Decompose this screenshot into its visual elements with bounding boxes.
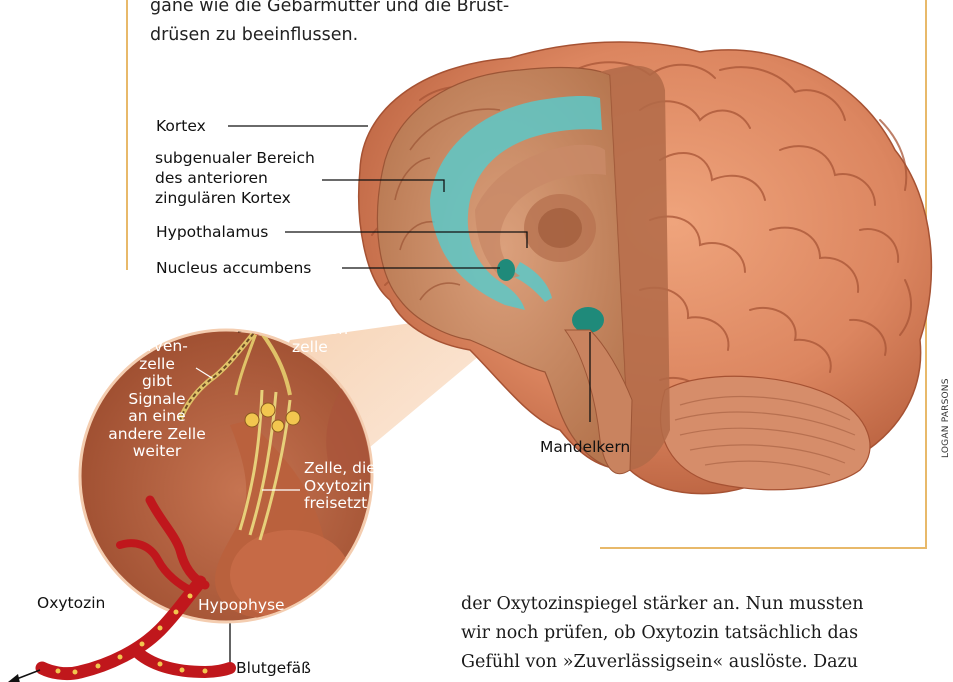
label-kortex: Kortex xyxy=(156,116,206,136)
body-text: der Oxytozinspiegel stärker an. Nun muss… xyxy=(461,590,929,677)
label-oxytozin: Oxytozin xyxy=(37,593,105,613)
label-line: zingulären Kortex xyxy=(155,188,315,208)
amygdala xyxy=(572,307,604,333)
label-line: zelle xyxy=(104,356,210,374)
body-line: Gefühl von »Zuverlässigsein« auslöste. D… xyxy=(461,648,929,677)
body-line: wir noch prüfen, ob Oxytozin tatsächlich… xyxy=(461,619,929,648)
label-line: Zelle, die xyxy=(304,460,376,478)
image-credit: LOGAN PARSONS xyxy=(941,378,951,458)
label-hypophyse: Hypophyse xyxy=(198,597,285,615)
label-line: subgenualer Bereich xyxy=(155,148,315,168)
label-blutgefaess: Blutgefäß xyxy=(236,658,311,678)
label-nucleus-accumbens: Nucleus accumbens xyxy=(156,258,311,278)
label-line: weiter xyxy=(104,443,210,461)
label-mandelkern: Mandelkern xyxy=(540,437,630,457)
label-line: Signale xyxy=(104,391,210,409)
label-line: andere Zelle xyxy=(104,426,210,444)
label-hypothalamus: Hypothalamus xyxy=(156,222,268,242)
label-line: Oxytozin xyxy=(304,478,376,496)
label-line: zelle xyxy=(292,339,354,357)
label-nervenzelle-left: Nerven- zelle gibt Signale an eine ander… xyxy=(104,338,210,461)
label-line: freisetzt xyxy=(304,495,376,513)
nucleus-accumbens xyxy=(497,259,515,281)
arrow-icon xyxy=(8,670,40,682)
label-line: gibt xyxy=(104,373,210,391)
label-line: Nerven- xyxy=(292,321,354,339)
label-subgenual: subgenualer Bereich des anterioren zingu… xyxy=(155,148,315,208)
label-line: des anterioren xyxy=(155,168,315,188)
label-line: an eine xyxy=(104,408,210,426)
body-line: der Oxytozinspiegel stärker an. Nun muss… xyxy=(461,590,929,619)
label-line: Nerven- xyxy=(104,338,210,356)
label-nervenzelle-right: Nerven- zelle xyxy=(292,321,354,356)
label-zelle-oxytozin: Zelle, die Oxytozin freisetzt xyxy=(304,460,376,513)
